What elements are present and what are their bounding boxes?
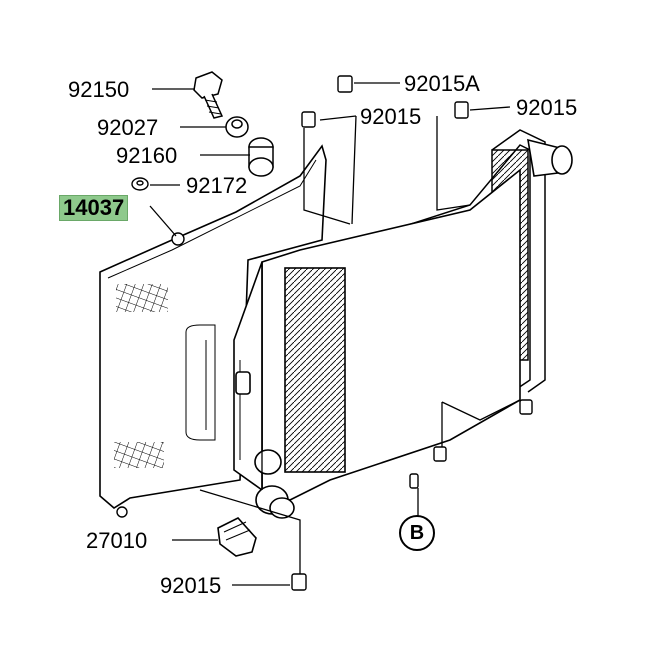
label-92015A: 92015A (404, 71, 480, 96)
label-92015-bottom: 92015 (160, 573, 222, 598)
upper-hose-neck (527, 138, 573, 177)
collar-92027 (225, 116, 249, 138)
label-92160: 92160 (116, 143, 178, 168)
label-92027: 92027 (97, 115, 159, 140)
mount-post (409, 473, 419, 489)
radiator-shroud (99, 144, 327, 509)
washer-92172 (131, 177, 149, 191)
label-92172: 92172 (186, 173, 248, 198)
bolt-92150 (193, 71, 224, 119)
nut-clip-92015-row (291, 75, 533, 591)
label-14037-highlighted: 14037 (59, 195, 129, 221)
shroud-mesh-lower (114, 442, 164, 468)
label-27010: 27010 (86, 528, 148, 553)
leader-lines (149, 82, 521, 586)
label-92150: 92150 (68, 77, 130, 102)
shroud-mesh-upper (116, 284, 168, 312)
grommet-92160 (248, 137, 274, 177)
connector-callout-b: B (399, 515, 435, 551)
cap-27010 (217, 517, 257, 557)
shroud-lower-tab (116, 506, 128, 518)
label-92015-mid: 92015 (360, 104, 422, 129)
label-92015-right: 92015 (516, 95, 578, 120)
shroud-mount-tab (171, 232, 185, 246)
radiator-main (233, 168, 521, 501)
